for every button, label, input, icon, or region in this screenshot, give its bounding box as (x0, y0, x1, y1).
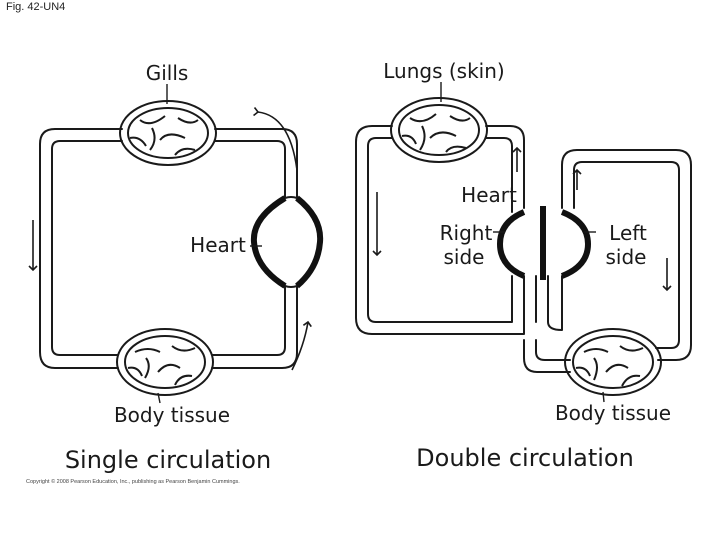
pulmonary-loop (355, 125, 525, 335)
right-side-label-2: side (444, 245, 485, 269)
heart-label-double: Heart (461, 183, 517, 207)
gills-capillary-bed (119, 100, 217, 166)
single-circulation-caption: Single circulation (65, 446, 271, 474)
body-tissue-label-single: Body tissue (114, 403, 230, 427)
single-flow-arrows (28, 107, 312, 371)
figure-label: Fig. 42-UN4 (6, 1, 66, 13)
lungs-label: Lungs (skin) (383, 59, 504, 83)
body-tissue-label-double: Body tissue (555, 401, 671, 425)
systemic-loop (523, 149, 692, 373)
double-circulation-caption: Double circulation (416, 444, 634, 472)
heart-label-single: Heart (190, 233, 246, 257)
body-tissue-capillary-bed (116, 328, 214, 396)
body-tissue-capillary-bed-double (564, 328, 662, 396)
left-side-label-2: side (606, 245, 647, 269)
heart-single (250, 195, 324, 289)
left-side-label-1: Left (609, 221, 647, 245)
double-flow-arrows (372, 146, 672, 292)
arrow-up-curve (253, 107, 298, 171)
lungs-capillary-bed (390, 97, 488, 163)
arrow-up-right (291, 320, 312, 371)
single-circulation-loop (39, 128, 298, 369)
heart-double (496, 206, 592, 280)
right-side-label-1: Right (440, 221, 493, 245)
copyright-notice: Copyright © 2008 Pearson Education, Inc.… (26, 479, 240, 485)
label-leaders (157, 82, 605, 404)
gills-label: Gills (146, 61, 189, 85)
